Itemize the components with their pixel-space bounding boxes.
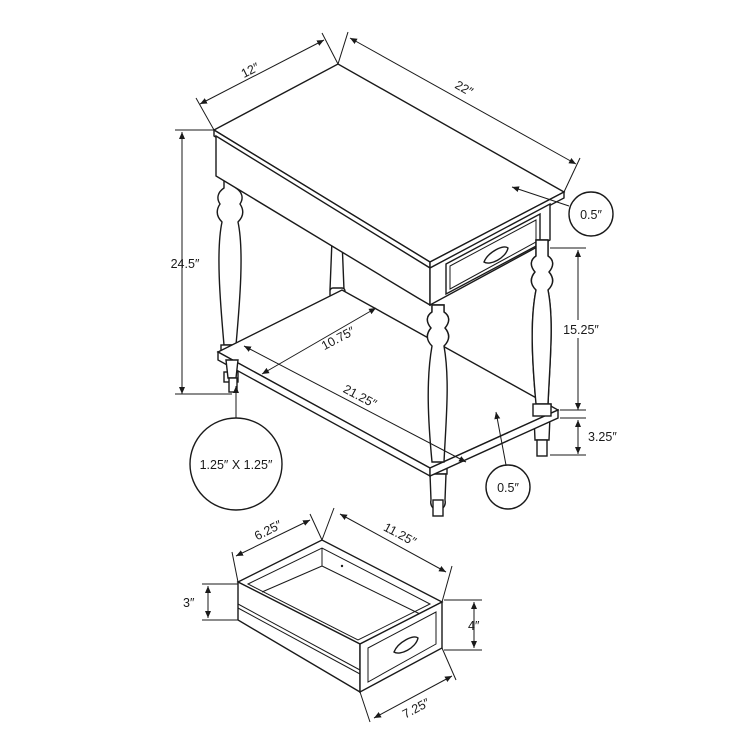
- label-drawer-front-width: 7.25″: [400, 695, 432, 721]
- label-drawer-inner-depth: 6.25″: [252, 517, 284, 543]
- label-shelf-thickness: 0.5″: [497, 481, 519, 495]
- callout-shelf-thickness: [485, 464, 531, 510]
- label-apron-to-shelf: 15.25″: [563, 323, 599, 337]
- label-drawer-front-height: 4″: [468, 619, 480, 633]
- drawer-pull-icon: [393, 636, 419, 654]
- label-shelf-to-floor: 3.25″: [588, 430, 617, 444]
- drawer: [236, 539, 444, 694]
- label-drawer-inner-width: 11.25″: [381, 520, 419, 549]
- label-top-width: 22″: [453, 78, 476, 99]
- drawer-pull-icon: [483, 246, 509, 264]
- label-leg-size: 1.25″ X 1.25″: [200, 458, 273, 472]
- end-table: [212, 63, 566, 517]
- label-top-thickness: 0.5″: [580, 208, 602, 222]
- label-top-depth: 12″: [239, 60, 262, 81]
- label-drawer-inner-height: 3″: [183, 596, 195, 610]
- label-total-height: 24.5″: [171, 257, 200, 271]
- callout-top-thickness: [568, 191, 614, 237]
